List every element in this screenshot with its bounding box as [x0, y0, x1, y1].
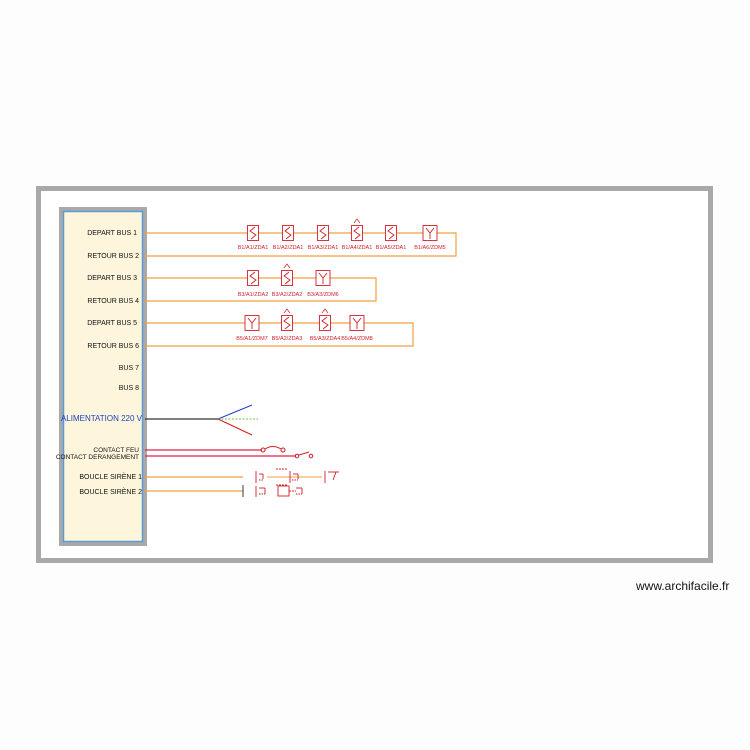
power-wire-red	[217, 418, 253, 436]
control-panel	[59, 207, 147, 546]
loop-2-device-2	[281, 263, 293, 286]
bus-label-4: RETOUR BUS 4	[87, 298, 139, 305]
siren-2-label: BOUCLE SIRÈNE 2	[79, 487, 142, 496]
loop-1-device-5	[385, 225, 397, 241]
bus-label-7: BUS 7	[119, 365, 139, 372]
loop-1-wire	[145, 232, 457, 257]
loop-2-device-1	[247, 270, 259, 286]
loop-1-device-label-4: B1/A4/ZDA1	[342, 245, 373, 251]
contact-feu-label: CONTACT FEU	[93, 447, 139, 454]
loop-3-device-1	[244, 315, 260, 331]
bus-label-2: RETOUR BUS 2	[87, 253, 139, 260]
contact-derangement-label: CONTACT DERANGEMENT	[56, 454, 139, 461]
loop-3-device-label-1: B5/A1/ZDM7	[236, 336, 267, 342]
loop-3-device-label-3: B5/A3/ZDA4	[310, 336, 341, 342]
siren-loop-1	[255, 468, 339, 486]
loop-3-device-4	[349, 315, 365, 331]
loop-wires	[145, 232, 457, 347]
bus-label-8: BUS 8	[119, 385, 139, 392]
loop-3-wire	[145, 322, 414, 347]
loop-2-device-label-2: B3/A2/ZDA2	[272, 292, 303, 298]
siren-1-label: BOUCLE SIRÈNE 1	[79, 472, 142, 481]
loop-1-device-4	[351, 218, 363, 241]
loop-1-device-1	[247, 225, 259, 241]
bus-label-6: RETOUR BUS 6	[87, 343, 139, 350]
power-label: ALIMENTATION 220 V	[61, 414, 143, 423]
loop-3-device-label-4: B5/A4/ZDM8	[341, 336, 372, 342]
loop-3-device-label-2: B5/A2/ZDA3	[272, 336, 303, 342]
loop-1-device-3	[317, 225, 329, 241]
bus-labels: DEPART BUS 1 RETOUR BUS 2 DEPART BUS 3 R…	[87, 230, 139, 392]
contact-feu-switch	[260, 446, 286, 453]
loop-1-device-2	[282, 225, 294, 241]
loop-1-device-6	[422, 225, 438, 241]
bus-label-3: DEPART BUS 3	[87, 275, 137, 282]
watermark: www.archifacile.fr	[636, 579, 730, 593]
control-panel-inner-border	[62, 210, 144, 543]
loop-1-device-label-3: B1/A3/ZDA1	[308, 245, 339, 251]
siren-loop-2	[242, 485, 303, 497]
drawing-frame	[36, 186, 713, 563]
loop-2-device-label-1: B3/A1/ZDA2	[238, 292, 269, 298]
loop-1-device-label-1: B1/A1/ZDA1	[238, 245, 269, 251]
loop-2-wire	[145, 277, 377, 302]
loop-1-device-label-2: B1/A2/ZDA1	[273, 245, 304, 251]
power-wire-blue	[217, 404, 253, 420]
bus-label-5: DEPART BUS 5	[87, 320, 137, 327]
loop-2-device-label-3: B3/A3/ZDM6	[307, 292, 338, 298]
bus-label-1: DEPART BUS 1	[87, 230, 137, 237]
loop-1-device-label-5: B1/A5/ZDA1	[376, 245, 407, 251]
contact-derangement-switch	[294, 451, 314, 459]
loop-3-device-2	[281, 308, 293, 331]
loop-1-device-label-6: B1/A6/ZDM5	[414, 245, 445, 251]
loop-3-device-3	[319, 308, 331, 331]
loop-2-device-3	[315, 270, 331, 286]
